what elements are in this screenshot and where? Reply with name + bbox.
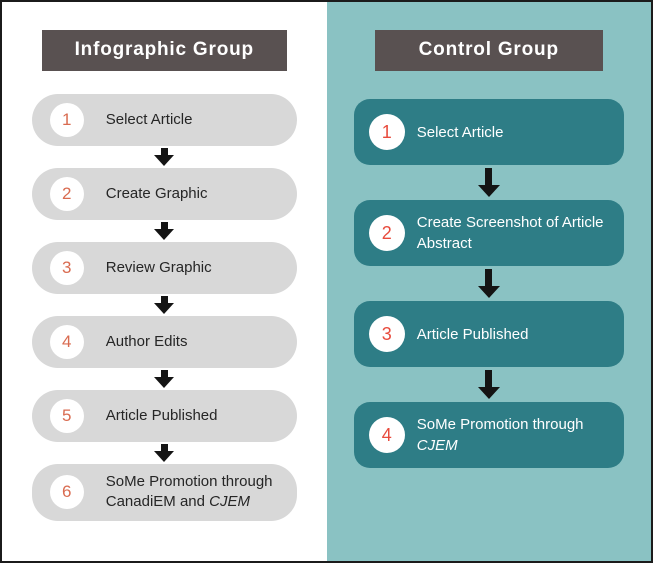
step-select-article: 1 Select Article: [31, 94, 297, 146]
down-arrow-icon: [154, 370, 175, 388]
down-arrow-icon: [154, 296, 175, 314]
step-number-badge: 1: [368, 114, 405, 150]
step-some-promotion: 6 SoMe Promotion through CanadiEM and CJ…: [31, 464, 297, 521]
infographic-group-column: Infographic Group 1 Select Article 2 Cre…: [2, 2, 327, 561]
step-number-badge: 3: [368, 316, 405, 352]
journal-name-italic: CJEM: [416, 437, 458, 454]
step-create-graphic: 2 Create Graphic: [31, 168, 297, 220]
down-arrow-icon: [477, 269, 500, 298]
infographic-steps: 1 Select Article 2 Create Graphic 3 Revi…: [31, 94, 297, 521]
step-article-published: 3 Article Published: [353, 301, 624, 367]
journal-name-italic: CJEM: [209, 493, 250, 511]
step-number-badge: 4: [49, 325, 84, 359]
step-label: Article Published: [105, 406, 218, 424]
step-label: Select Article: [416, 123, 504, 141]
down-arrow-icon: [477, 370, 500, 399]
step-label: Review Graphic: [105, 258, 212, 276]
step-label: Author Edits: [105, 332, 188, 350]
step-number-badge: 6: [49, 475, 84, 510]
step-author-edits: 4 Author Edits: [31, 316, 297, 368]
step-number-badge: 4: [368, 417, 405, 453]
infographic-group-header: Infographic Group: [41, 30, 287, 71]
step-number-badge: 1: [49, 103, 84, 137]
step-label: SoMe Promotion through CJEM: [416, 416, 584, 454]
step-article-published: 5 Article Published: [31, 390, 297, 442]
step-label: SoMe Promotion through CanadiEM and CJEM: [105, 473, 273, 511]
step-label: Create Graphic: [105, 184, 208, 202]
step-label: Article Published: [416, 325, 529, 343]
step-label: Create Screenshot of Article Abstract: [416, 214, 604, 252]
control-steps: 1 Select Article 2 Create Screenshot of …: [353, 99, 624, 468]
down-arrow-icon: [154, 444, 175, 462]
control-group-header: Control Group: [374, 30, 603, 71]
step-review-graphic: 3 Review Graphic: [31, 242, 297, 294]
down-arrow-icon: [154, 222, 175, 240]
step-select-article: 1 Select Article: [353, 99, 624, 165]
control-group-column: Control Group 1 Select Article 2 Create …: [326, 2, 651, 561]
down-arrow-icon: [154, 148, 175, 166]
step-create-screenshot: 2 Create Screenshot of Article Abstract: [353, 200, 624, 266]
step-number-badge: 2: [49, 177, 84, 211]
step-number-badge: 2: [368, 215, 405, 251]
step-label: Select Article: [105, 110, 193, 128]
step-number-badge: 5: [49, 399, 84, 433]
step-number-badge: 3: [49, 251, 84, 285]
down-arrow-icon: [477, 168, 500, 197]
step-some-promotion: 4 SoMe Promotion through CJEM: [353, 402, 624, 468]
